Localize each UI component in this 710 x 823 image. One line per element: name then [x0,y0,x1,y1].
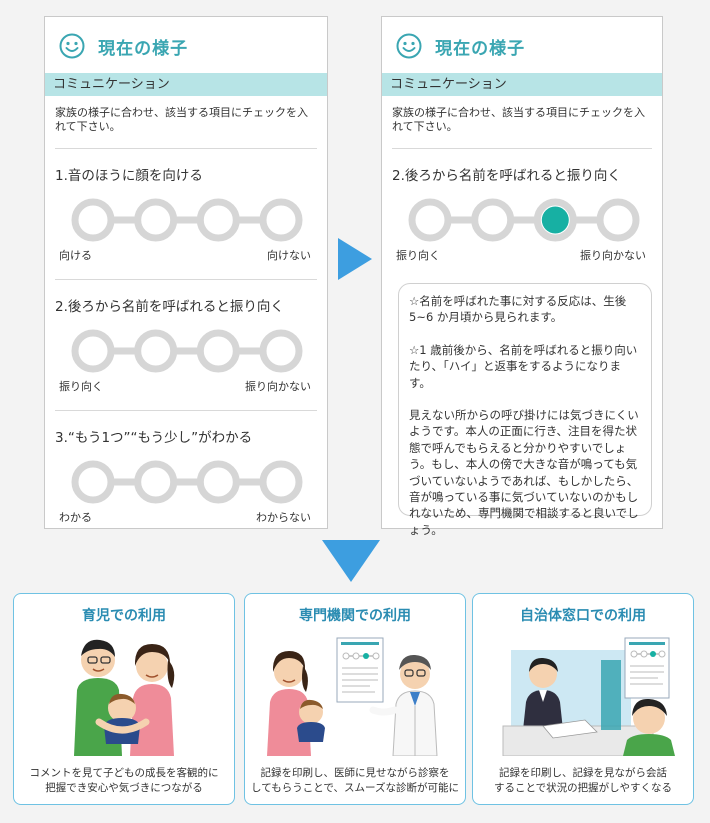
section-label: コミュニケーション [45,73,327,96]
scale-left-label: 向ける [59,249,92,262]
question-text: 2.後ろから名前を呼ばれると振り向く [55,299,284,315]
municipal-counter-illustration [502,637,675,756]
caption-line: コメントを見て子どもの成長を客観的に [29,767,219,779]
question-text: 2.後ろから名前を呼ばれると振り向く [392,168,621,184]
scale-option[interactable] [71,460,115,504]
caption-line: してもらうことで、スムーズな診断が可能に [251,782,459,794]
instruction-text: 家族の様子に合わせ、該当する項目にチェックを入れて下さい。 [392,106,645,133]
caption-line: 記録を印刷し、医師に見せながら診察を [260,767,450,779]
scale-option[interactable] [134,198,178,242]
scale-option[interactable] [596,198,640,242]
family-illustration [74,639,175,756]
caption-line: 把握でき安心や気づきにつながる [45,782,203,794]
scale-option[interactable] [471,198,515,242]
info-box: ☆名前を呼ばれた事に対する反応は、生後 5~6 か月頃から見られます。 ☆1 歳… [398,283,652,537]
doctor-consultation-illustration [267,637,438,756]
question-item: 2.後ろから名前を呼ばれると振り向く 振り向く 振り向かない [45,280,327,410]
smiley-icon [59,33,85,59]
caption-line: することで状況の把握がしやすくなる [493,782,673,794]
use-case-card-parenting: 育児での利用 コメントを見て子どもの成長を客観的に 把握でき安心や気づきにつなが… [13,593,235,805]
card-caption: 記録を印刷し、医師に見せながら診察を してもらうことで、スムーズな診断が可能に [245,766,465,796]
instruction-text: 家族の様子に合わせ、該当する項目にチェックを入れて下さい。 [55,106,308,133]
question-item: 3.“もう1つ”“もう少し”がわかる わかる わからない [45,411,327,541]
scale-right-label: 向けない [267,249,311,262]
scale-option[interactable] [259,460,303,504]
rating-scale[interactable] [71,197,303,243]
smiley-icon [396,33,422,59]
question-text: 1.音のほうに顔を向ける [55,168,203,184]
divider [55,410,317,411]
screen-title: 現在の様子 [435,38,526,59]
scale-right-label: わからない [256,511,311,524]
scale-right-label: 振り向かない [580,249,646,262]
card-caption: コメントを見て子どもの成長を客観的に 把握でき安心や気づきにつながる [14,766,234,796]
info-paragraph: 見えない所からの呼び掛けには気づきにくいようです。本人の正面に行き、注目を得た状… [409,408,639,537]
caption-line: 記録を印刷し、記録を見ながら会話 [499,767,667,779]
screen-detail: 現在の様子 コミュニケーション 家族の様子に合わせ、該当する項目にチェックを入れ… [381,16,663,537]
info-paragraph: ☆1 歳前後から、名前を呼ばれると振り向いたり、「ハイ」と返事をするようになりま… [409,342,638,390]
scale-left-label: わかる [59,511,92,524]
divider [392,148,652,149]
scale-option[interactable] [71,329,115,373]
card-title: 専門機関での利用 [299,608,411,624]
scale-option[interactable] [134,329,178,373]
scale-option[interactable] [134,460,178,504]
info-paragraph: ☆名前を呼ばれた事に対する反応は、生後 5~6 か月頃から見られます。 [409,294,627,325]
scale-option[interactable] [196,198,240,242]
question-text: 3.“もう1つ”“もう少し”がわかる [55,430,253,446]
card-caption: 記録を印刷し、記録を見ながら会話 することで状況の把握がしやすくなる [473,766,693,796]
scale-option[interactable] [196,329,240,373]
screen-header: 現在の様子 [45,17,327,73]
question-item: 1.音のほうに顔を向ける 向ける 向けない [45,149,327,279]
arrow-down-icon [322,540,380,582]
section-label: コミュニケーション [382,73,662,96]
use-case-card-municipal: 自治体窓口での利用 記録を印刷し、記録を見ながら会 [472,593,694,805]
use-case-card-clinic: 専門機関での利用 記録 [244,593,466,805]
scale-option[interactable] [408,198,452,242]
scale-left-label: 振り向く [59,380,103,393]
scale-option[interactable] [259,329,303,373]
rating-scale[interactable] [408,197,640,243]
scale-right-label: 振り向かない [245,380,311,393]
scale-left-label: 振り向く [396,249,440,262]
card-title: 自治体窓口での利用 [520,608,646,624]
divider [55,279,317,280]
scale-option[interactable] [196,460,240,504]
screen-header: 現在の様子 [382,17,662,73]
arrow-right-icon [338,238,372,280]
card-title: 育児での利用 [82,608,166,624]
selected-dot [541,206,569,234]
screen-list: 現在の様子 コミュニケーション 家族の様子に合わせ、該当する項目にチェックを入れ… [44,16,328,529]
screen-title: 現在の様子 [98,38,189,59]
scale-option[interactable] [259,198,303,242]
question-item: 2.後ろから名前を呼ばれると振り向く 振り向く 振り向かない [382,149,662,279]
rating-scale[interactable] [71,328,303,374]
scale-option[interactable] [71,198,115,242]
rating-scale[interactable] [71,459,303,505]
divider [55,148,317,149]
